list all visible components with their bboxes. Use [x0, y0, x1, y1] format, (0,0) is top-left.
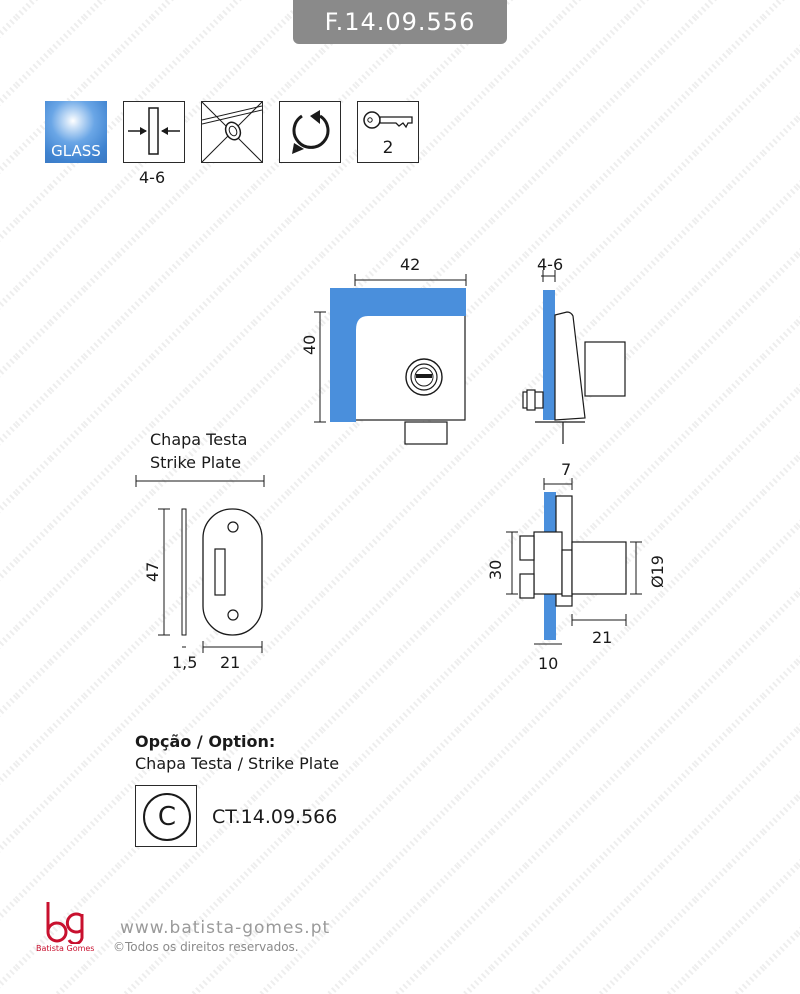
- dim-top-depth: 7: [561, 460, 572, 479]
- footer-copyright: ©Todos os direitos reservados.: [113, 940, 299, 954]
- dim-strike-height: 47: [143, 561, 162, 582]
- brand-name: Batista Gomes: [36, 944, 95, 953]
- product-code-tab: F.14.09.556: [293, 0, 507, 44]
- dim-front-height: 40: [300, 334, 319, 355]
- option-description: Chapa Testa / Strike Plate: [135, 754, 340, 773]
- option-code: CT.14.09.566: [212, 806, 338, 828]
- glass-icon: GLASS: [45, 101, 107, 163]
- dim-front-width: 42: [400, 255, 421, 274]
- glass-hole-icon: [201, 101, 263, 163]
- strike-plate-title-pt: Chapa Testa: [150, 430, 248, 449]
- dim-strike-width: 21: [220, 653, 241, 672]
- rotation-icon: [279, 101, 341, 163]
- glass-thickness-icon: [123, 101, 185, 163]
- dim-top-length: 21: [592, 628, 613, 647]
- dim-top-base: 10: [538, 654, 559, 673]
- strike-plate-drawing: [135, 475, 265, 653]
- brand-logo: [46, 902, 84, 944]
- glass-label: GLASS: [51, 142, 101, 160]
- side-view: [522, 270, 626, 444]
- option-code-letter: C: [143, 793, 191, 841]
- key-count: 2: [382, 138, 394, 158]
- dim-top-diameter: Ø19: [648, 555, 667, 588]
- front-view: [314, 274, 467, 445]
- footer-url[interactable]: www.batista-gomes.pt: [120, 918, 331, 938]
- option-code-icon: C: [135, 785, 197, 847]
- strike-plate-title-en: Strike Plate: [150, 453, 242, 472]
- dim-side-thickness: 4-6: [537, 255, 564, 274]
- key-icon: 2: [357, 101, 419, 163]
- dim-top-height: 30: [486, 559, 505, 580]
- option-heading: Opção / Option:: [135, 732, 276, 751]
- glass-thickness-label: 4-6: [139, 168, 166, 187]
- top-view: [506, 478, 642, 645]
- dim-strike-thickness: 1,5: [172, 653, 198, 672]
